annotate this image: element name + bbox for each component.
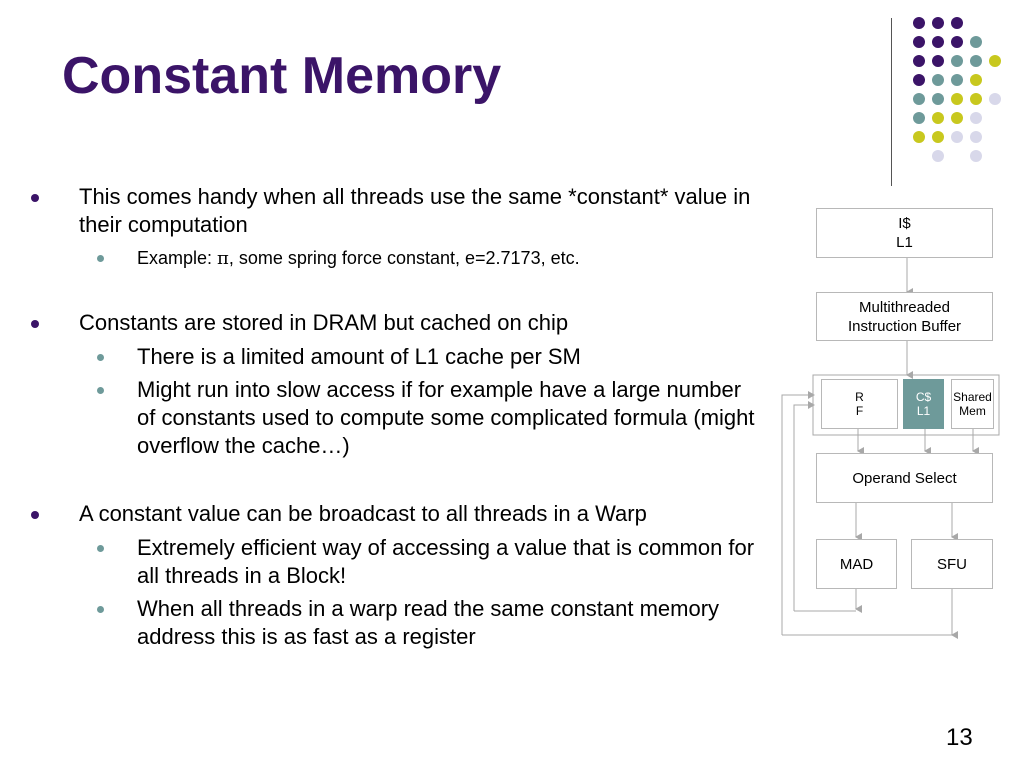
- dot-row-2: [913, 36, 982, 48]
- diagram-connectors: [781, 258, 1000, 639]
- sm-pipeline-diagram: I$ L1 Multithreaded Instruction Buffer R…: [770, 195, 1010, 655]
- instruction-buffer-box: Multithreaded Instruction Buffer: [816, 292, 993, 341]
- pi-symbol: π: [217, 248, 229, 269]
- constant-cache-line2: L1: [916, 404, 931, 418]
- bullet-3-sub-1: Extremely efficient way of accessing a v…: [97, 534, 757, 590]
- mad-box: MAD: [816, 539, 897, 589]
- dot-row-1: [913, 17, 963, 29]
- bullet-3: A constant value can be broadcast to all…: [31, 500, 759, 528]
- instruction-buffer-line2: Instruction Buffer: [847, 317, 962, 335]
- sfu-box: SFU: [911, 539, 993, 589]
- bullet-3-sub-2: When all threads in a warp read the same…: [97, 595, 757, 651]
- bullet-2-sub-2: Might run into slow access if for exampl…: [97, 376, 757, 460]
- sub-bullet-prefix: Example:: [137, 248, 218, 268]
- shared-memory-line2: Mem: [959, 404, 986, 418]
- loop-mad-feedback: [793, 401, 815, 611]
- dot-row-6: [913, 112, 982, 124]
- slide-title: Constant Memory: [62, 47, 502, 105]
- bullet-2: Constants are stored in DRAM but cached …: [31, 309, 759, 337]
- loop-sfu-feedback: [781, 391, 815, 635]
- dot-row-4: [913, 74, 982, 86]
- instruction-buffer-line1: Multithreaded: [859, 298, 950, 316]
- sub-bullet-text: , some spring force constant, e=2.7173, …: [228, 248, 580, 268]
- bullet-2-sub-1: There is a limited amount of L1 cache pe…: [97, 343, 757, 371]
- register-file-line2: F: [855, 404, 864, 418]
- dot-row-7: [913, 131, 982, 143]
- register-file-box: R F: [821, 379, 898, 429]
- bullet-1: This comes handy when all threads use th…: [31, 183, 759, 239]
- dot-row-5: [913, 93, 1001, 105]
- bullet-1-sub-1: Example: π, some spring force constant, …: [97, 245, 757, 272]
- shared-memory-line1: Shared: [953, 390, 992, 404]
- constant-cache-line1: C$: [915, 390, 932, 404]
- dot-row-8: [932, 150, 982, 162]
- operand-select-box: Operand Select: [816, 453, 993, 503]
- register-file-line1: R: [855, 390, 864, 404]
- icache-box: I$ L1: [816, 208, 993, 258]
- page-number: 13: [946, 724, 973, 751]
- icache-line1: I$: [898, 215, 911, 232]
- icache-line2: L1: [896, 234, 913, 251]
- bullet-list: This comes handy when all threads use th…: [31, 183, 759, 651]
- shared-memory-box: Shared Mem: [951, 379, 994, 429]
- vertical-divider: [891, 18, 892, 186]
- dot-row-3: [913, 55, 1001, 67]
- constant-cache-box: C$ L1: [903, 379, 944, 429]
